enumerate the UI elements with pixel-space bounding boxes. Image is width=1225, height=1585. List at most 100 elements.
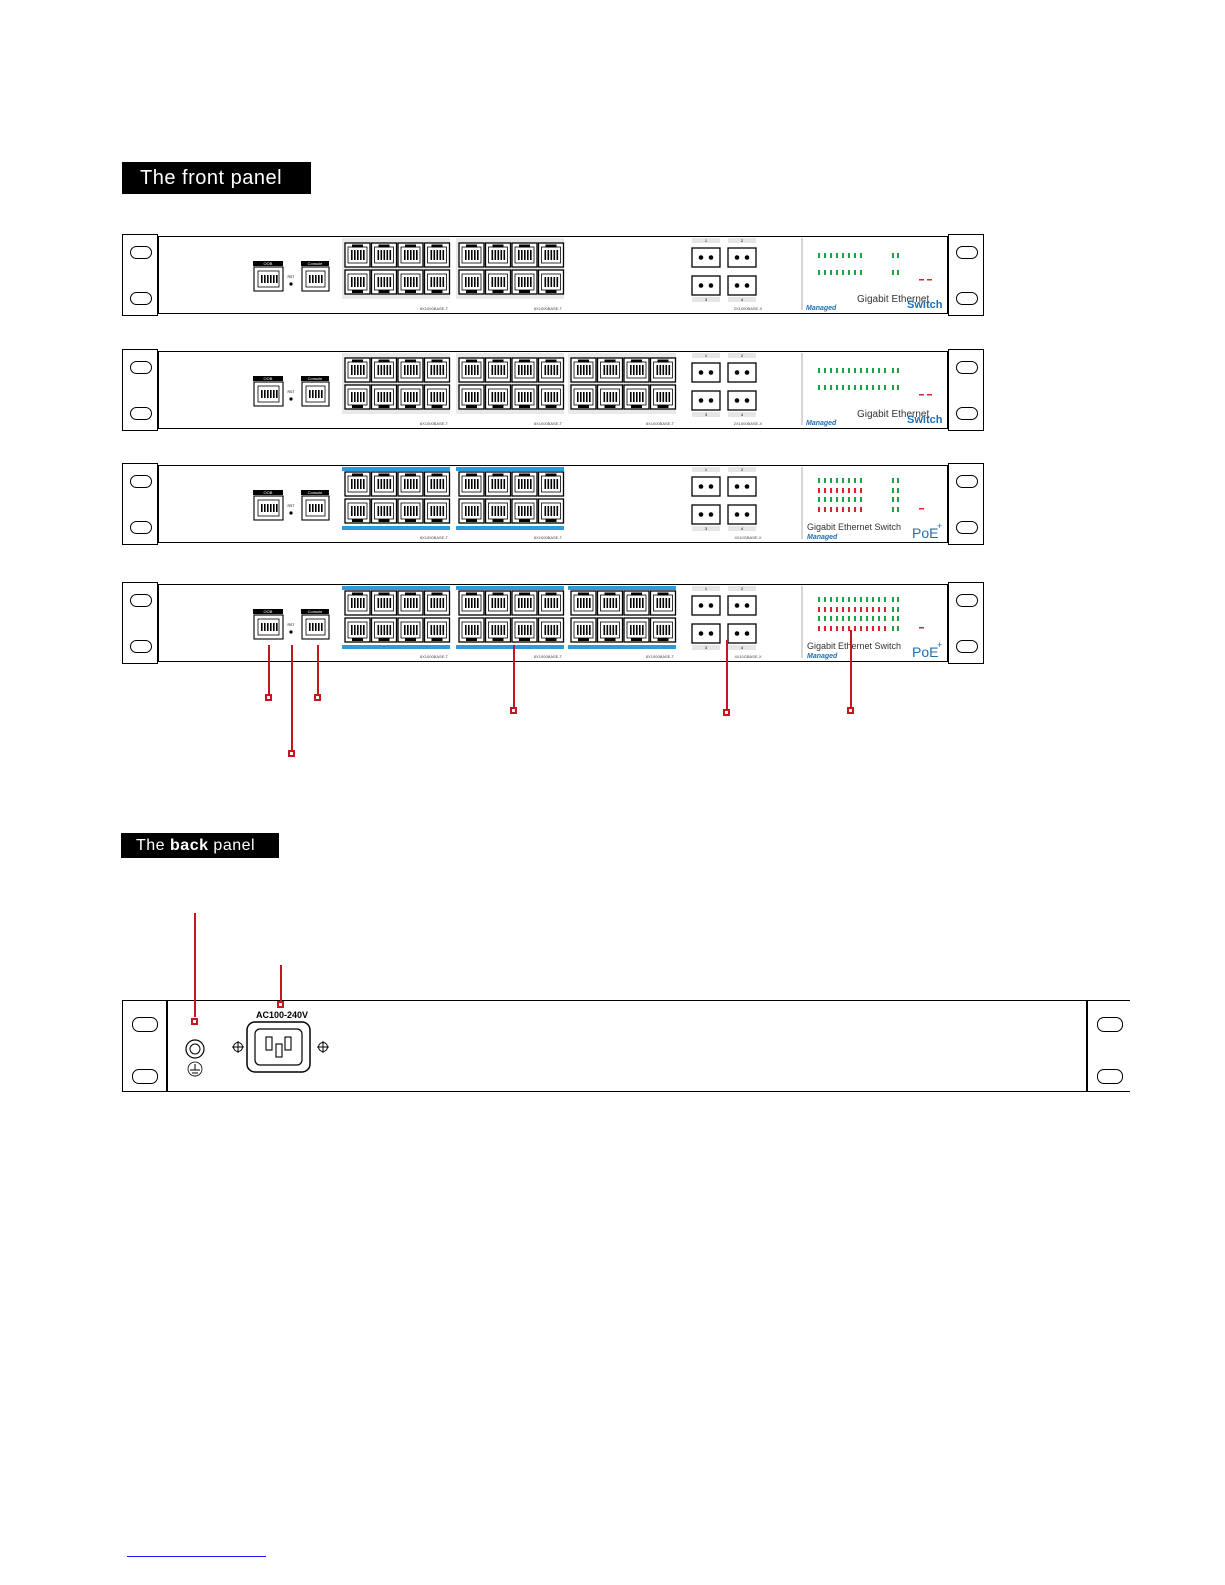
status-led xyxy=(830,497,832,502)
sfp-port xyxy=(691,504,721,525)
status-led xyxy=(884,616,886,621)
left-mount-ear xyxy=(122,1000,167,1092)
status-led xyxy=(830,626,832,631)
callout-line-power xyxy=(280,965,282,1002)
status-led xyxy=(836,626,838,631)
left-mount-ear xyxy=(122,234,158,316)
oob-label: OOB xyxy=(264,261,273,266)
sfp-group-label: 4X10GBASE-X xyxy=(734,535,761,540)
status-led xyxy=(818,368,820,373)
status-led xyxy=(878,368,880,373)
sfp-port xyxy=(691,595,721,616)
status-led xyxy=(897,607,899,612)
led-indicator-panel xyxy=(818,368,932,396)
status-led xyxy=(824,607,826,612)
sfp-port-number: 1 xyxy=(705,353,708,358)
status-led xyxy=(824,253,826,258)
status-led xyxy=(824,270,826,275)
rj45-group: 8X1000BASE-T xyxy=(342,586,451,659)
console-port: Console xyxy=(301,261,330,292)
rj45-group-label: 8X1000BASE-T xyxy=(534,654,563,659)
sfp-group-label: 2X1000BASE-X xyxy=(734,306,763,311)
sfp-port-number: 2 xyxy=(741,238,744,243)
console-label: Console xyxy=(308,609,323,614)
status-led xyxy=(892,497,894,502)
rj45-group: 8X1000BASE-T xyxy=(342,353,451,426)
mount-hole xyxy=(132,1017,158,1032)
status-led xyxy=(897,368,899,373)
status-led xyxy=(848,385,850,390)
console-label: Console xyxy=(308,490,323,495)
mount-hole xyxy=(130,246,152,259)
mount-hole xyxy=(130,594,152,607)
status-led xyxy=(872,385,874,390)
callout-marker-rj45 xyxy=(510,707,517,714)
console-label: Console xyxy=(308,376,323,381)
oob-label: OOB xyxy=(264,490,273,495)
status-led xyxy=(878,616,880,621)
callout-marker-sfp xyxy=(723,709,730,716)
status-led xyxy=(836,253,838,258)
sfp-port xyxy=(691,623,721,644)
status-led xyxy=(824,497,826,502)
status-led xyxy=(878,385,880,390)
status-led xyxy=(854,478,856,483)
brand-gigabit-switch: Gigabit Ethernet Switch xyxy=(807,522,901,532)
status-led xyxy=(818,488,820,493)
status-led xyxy=(818,478,820,483)
status-led xyxy=(866,368,868,373)
status-led xyxy=(860,507,862,512)
status-led xyxy=(836,616,838,621)
status-led xyxy=(836,597,838,602)
status-led xyxy=(897,507,899,512)
sfp-port-number: 3 xyxy=(705,297,708,302)
status-led xyxy=(836,385,838,390)
status-led xyxy=(830,507,832,512)
status-led xyxy=(818,253,820,258)
status-led xyxy=(854,385,856,390)
callout-line-sfp xyxy=(726,640,728,713)
status-led xyxy=(842,597,844,602)
status-led xyxy=(848,616,850,621)
status-led xyxy=(854,497,856,502)
mount-hole xyxy=(1097,1017,1123,1032)
right-mount-ear xyxy=(1087,1000,1130,1092)
status-led xyxy=(830,385,832,390)
status-led xyxy=(884,607,886,612)
status-led xyxy=(854,607,856,612)
status-led xyxy=(836,488,838,493)
console-port: Console xyxy=(301,609,330,640)
status-led xyxy=(892,597,894,602)
status-led xyxy=(892,478,894,483)
reset-button: RST xyxy=(288,623,295,634)
mount-hole xyxy=(956,361,978,374)
status-led xyxy=(892,507,894,512)
brand-managed: Managed xyxy=(806,420,837,427)
status-led xyxy=(848,507,850,512)
brand-managed: Managed xyxy=(807,534,838,541)
status-led xyxy=(842,607,844,612)
status-led xyxy=(854,253,856,258)
oob-label: OOB xyxy=(264,376,273,381)
callout-line-ground xyxy=(194,913,196,1017)
left-mount-ear xyxy=(122,582,158,664)
status-led xyxy=(818,507,820,512)
brand-poe-plus: + xyxy=(937,521,942,531)
status-led xyxy=(878,626,880,631)
mount-hole xyxy=(956,246,978,259)
sfp-port xyxy=(727,595,757,616)
status-led xyxy=(842,478,844,483)
console-port: Console xyxy=(301,490,330,521)
status-led xyxy=(892,626,894,631)
rj45-group: 8X1000BASE-T xyxy=(342,467,451,540)
sfp-port xyxy=(691,476,721,497)
callout-marker-ground xyxy=(191,1018,198,1025)
console-port: Console xyxy=(301,376,330,407)
left-mount-ear xyxy=(122,349,158,431)
